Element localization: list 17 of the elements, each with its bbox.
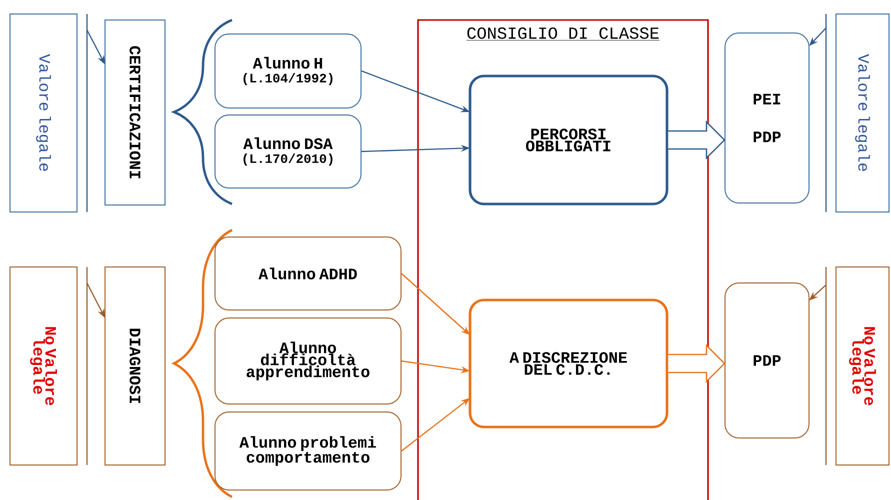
label-box: DIAGNOSI <box>104 266 166 466</box>
block-arrow <box>668 120 726 160</box>
label-box: CERTIFICAZIONI <box>104 20 166 206</box>
rounded-box: PERCORSI OBBLIGATI <box>468 74 668 206</box>
label-box: Valore legale <box>10 14 78 212</box>
block-arrow <box>668 344 726 384</box>
label-box: Valore legale <box>836 14 890 212</box>
rounded-box: Alunno DSA (L.170/2010) <box>214 114 362 188</box>
rounded-box: Alunno H (L.104/1992) <box>214 34 362 108</box>
rounded-box: Alunno ADHD <box>214 236 402 310</box>
rounded-box: Alunno problemi comportamento <box>214 412 402 490</box>
rounded-box: Alunno difficoltà apprendimento <box>214 318 402 404</box>
rounded-box: PDP <box>724 282 810 438</box>
rounded-box: PEI PDP <box>724 32 810 204</box>
label-box: No Valore legale <box>836 266 890 466</box>
rounded-box: A DISCREZIONE DEL C.D.C. <box>468 298 668 428</box>
label-box: No Valore legale <box>10 266 78 466</box>
